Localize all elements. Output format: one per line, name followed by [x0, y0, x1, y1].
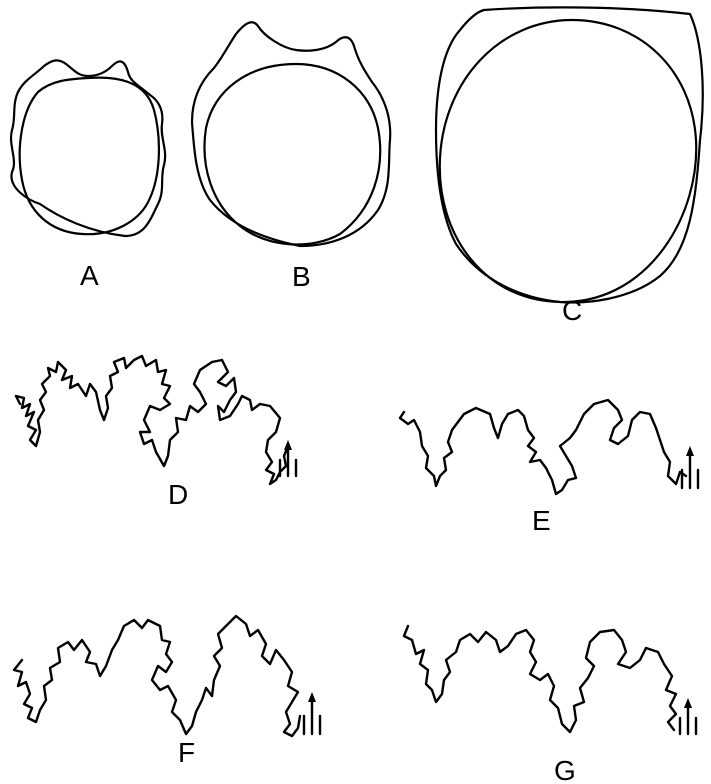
- whorl-section-inner-c: [438, 18, 698, 304]
- label-f: F: [178, 737, 195, 768]
- cross-section-c: C: [434, 6, 704, 326]
- label-d: D: [168, 479, 188, 510]
- suture-line-e: E: [398, 398, 700, 536]
- label-g: G: [554, 755, 576, 784]
- whorl-section-inner-a: [18, 76, 161, 236]
- whorl-section-inner-b: [203, 62, 382, 246]
- arrow-icon-d: [278, 440, 298, 478]
- suture-line-f: F: [12, 614, 322, 768]
- label-c: C: [562, 295, 582, 326]
- label-e: E: [532, 505, 551, 536]
- suture-path-e: [398, 398, 688, 496]
- arrow-icon-e: [680, 446, 700, 490]
- label-b: B: [292, 261, 311, 292]
- suture-path-g: [402, 624, 678, 734]
- whorl-section-outer-a: [9, 59, 167, 238]
- suture-path-f: [12, 614, 302, 738]
- cross-section-b: B: [190, 21, 392, 292]
- suture-line-g: G: [402, 624, 698, 784]
- suture-line-d: D: [14, 354, 298, 510]
- arrow-icon-f: [302, 692, 322, 736]
- label-a: A: [80, 260, 99, 291]
- suture-path-d: [14, 354, 290, 486]
- whorl-section-outer-b: [190, 21, 392, 248]
- whorl-section-outer-c: [434, 6, 704, 304]
- arrow-icon-g: [678, 698, 698, 736]
- cross-section-a: A: [9, 59, 167, 291]
